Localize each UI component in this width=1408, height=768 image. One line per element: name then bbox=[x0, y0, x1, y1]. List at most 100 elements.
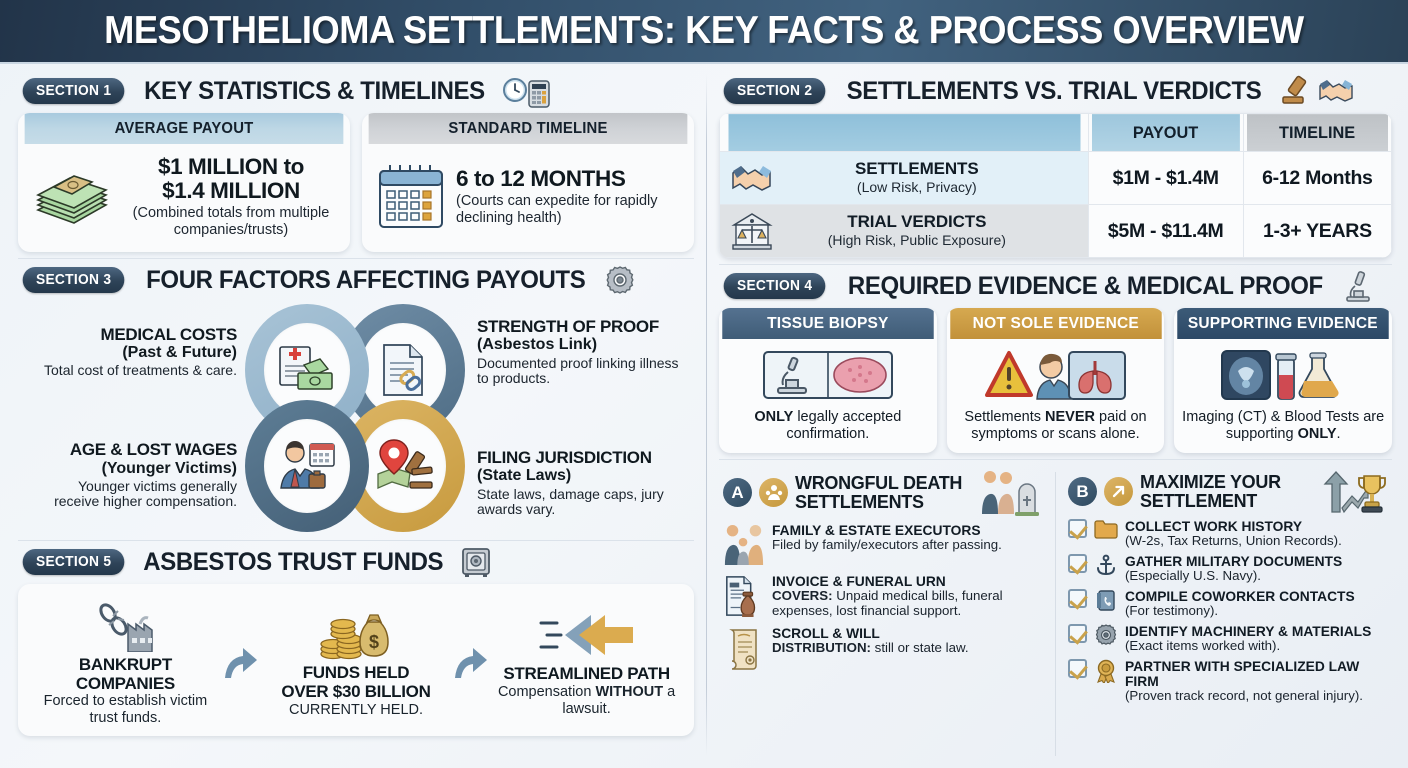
item-title: FAMILY & ESTATE EXECUTORS bbox=[772, 522, 981, 538]
checkbox-checked[interactable] bbox=[1068, 518, 1087, 538]
supporting-evidence-header: SUPPORTING EVIDENCE bbox=[1177, 308, 1389, 339]
checkbox-checked[interactable] bbox=[1068, 553, 1087, 573]
settlements-timeline: 6-12 Months bbox=[1242, 151, 1392, 205]
average-payout-value: $1 MILLION to $1.4 MILLION bbox=[157, 154, 305, 204]
trial-payout: $5M - $11.4M bbox=[1087, 204, 1244, 258]
flow-arrow-2 bbox=[449, 634, 493, 682]
family-icon bbox=[723, 523, 765, 567]
body-columns: SECTION 1 KEY STATISTICS & TIMELINES AVE… bbox=[0, 64, 1408, 768]
tissue-biopsy-header: TISSUE BIOPSY bbox=[722, 308, 934, 339]
flow-arrow-1 bbox=[219, 634, 263, 682]
list-item: INVOICE & FUNERAL URN COVERS: Unpaid med… bbox=[723, 574, 1041, 619]
trust-step-bankrupt: BANKRUPT COMPANIES Forced to establish v… bbox=[32, 590, 219, 726]
row-settlements-label: SETTLEMENTS (Low Risk, Privacy) bbox=[719, 151, 1089, 205]
section4-title: REQUIRED EVIDENCE & MEDICAL PROOF bbox=[848, 271, 1324, 300]
cash-stack-icon bbox=[30, 160, 114, 234]
item-title: COLLECT WORK HISTORY bbox=[1125, 518, 1303, 534]
streamlined-desc: Compensation WITHOUT a lawsuit. bbox=[497, 684, 676, 717]
trial-label: TRIAL VERDICTS bbox=[847, 212, 987, 231]
section3-header: SECTION 3 FOUR FACTORS AFFECTING PAYOUTS bbox=[20, 265, 694, 295]
ring-age-lost-wages bbox=[245, 400, 369, 532]
standard-timeline-value: 6 to 12 MONTHS bbox=[456, 166, 626, 192]
table-row: SETTLEMENTS (Low Risk, Privacy) $1M - $1… bbox=[719, 151, 1392, 205]
invoice-urn-icon bbox=[723, 574, 765, 618]
list-item: COLLECT WORK HISTORY (W-2s, Tax Returns,… bbox=[1068, 518, 1386, 549]
section2-header: SECTION 2 SETTLEMENTS VS. TRIAL VERDICTS bbox=[721, 75, 1392, 107]
contact-book-icon bbox=[1093, 589, 1119, 611]
family-grave-icon bbox=[979, 470, 1041, 516]
col-blank bbox=[726, 113, 1082, 152]
item-title: GATHER MILITARY DOCUMENTS bbox=[1125, 553, 1343, 569]
checkbox-checked[interactable] bbox=[1068, 623, 1087, 643]
average-payout-note: (Combined totals from multiple companies… bbox=[132, 205, 330, 238]
gavel-handshake-icon bbox=[1280, 75, 1354, 107]
panel-a-title: WRONGFUL DEATH SETTLEMENTS bbox=[795, 473, 963, 512]
table-row: TRIAL VERDICTS (High Risk, Public Exposu… bbox=[719, 204, 1392, 258]
panel-b-letter-badge: B bbox=[1068, 477, 1097, 507]
item-title: INVOICE & FUNERAL URN bbox=[772, 573, 946, 589]
section2-badge: SECTION 2 bbox=[723, 78, 826, 104]
trial-sublabel: (High Risk, Public Exposure) bbox=[827, 232, 1006, 248]
section1-title: KEY STATISTICS & TIMELINES bbox=[144, 76, 486, 105]
checkbox-checked[interactable] bbox=[1068, 658, 1087, 678]
divider bbox=[18, 258, 694, 259]
item-desc: (Exact items worked with). bbox=[1125, 637, 1281, 653]
panel-a-letter-badge: A bbox=[723, 478, 752, 508]
medical-bill-money-icon bbox=[264, 323, 350, 417]
evidence-card-not-sole: NOT SOLE EVIDENCE bbox=[946, 308, 1165, 453]
item-title: PARTNER WITH SPECIALIZED LAW FIRM bbox=[1125, 658, 1360, 690]
trust-step-streamlined: STREAMLINED PATH Compensation WITHOUT a … bbox=[493, 599, 680, 717]
average-payout-card: AVERAGE PAYOUT bbox=[18, 113, 350, 252]
growth-trophy-icon bbox=[1320, 470, 1386, 514]
microscope-icon bbox=[1343, 270, 1373, 302]
gear-icon bbox=[605, 265, 635, 295]
broken-chain-factory-icon bbox=[32, 590, 219, 652]
checkbox-checked[interactable] bbox=[1068, 588, 1087, 608]
clock-calculator-icon bbox=[502, 75, 550, 108]
coins-moneybag-icon: $ bbox=[263, 598, 450, 660]
warning-lungs-icon bbox=[953, 347, 1159, 403]
ab-panels: A WRONGFUL DEATH SETTLEMENTS bbox=[719, 468, 1392, 760]
left-column: SECTION 1 KEY STATISTICS & TIMELINES AVE… bbox=[10, 70, 702, 760]
section1-header: SECTION 1 KEY STATISTICS & TIMELINES bbox=[20, 75, 694, 108]
average-payout-header: AVERAGE PAYOUT bbox=[24, 113, 344, 144]
section1-cards: AVERAGE PAYOUT bbox=[18, 113, 694, 252]
trust-step-funds-held: $ FUNDS HELD OVER $30 BILLION CURRENTLY … bbox=[263, 598, 450, 718]
settlements-sublabel: (Low Risk, Privacy) bbox=[856, 179, 977, 195]
page-title: MESOTHELIOMA SETTLEMENTS: KEY FACTS & PR… bbox=[104, 9, 1304, 52]
evidence-card-supporting: SUPPORTING EVIDENCE bbox=[1174, 308, 1393, 453]
microscope-tissue-icon bbox=[725, 347, 931, 403]
award-ribbon-icon bbox=[1093, 659, 1119, 683]
section1-badge: SECTION 1 bbox=[22, 78, 125, 104]
calendar-icon bbox=[374, 161, 448, 233]
section2-title: SETTLEMENTS VS. TRIAL VERDICTS bbox=[846, 76, 1262, 105]
col-timeline: TIMELINE bbox=[1245, 113, 1390, 152]
table-header-row: PAYOUT TIMELINE bbox=[720, 113, 1392, 152]
divider bbox=[719, 264, 1392, 265]
col-payout: PAYOUT bbox=[1090, 113, 1241, 152]
item-desc: (W-2s, Tax Returns, Union Records). bbox=[1125, 532, 1342, 548]
item-title: IDENTIFY MACHINERY & MATERIALS bbox=[1125, 623, 1372, 639]
anchor-icon bbox=[1093, 554, 1119, 576]
gear-icon bbox=[1093, 624, 1119, 646]
standard-timeline-note: (Courts can expedite for rapidly declini… bbox=[456, 193, 658, 226]
handshake-icon bbox=[730, 161, 774, 195]
factor-strength-of-proof: STRENGTH OF PROOF (Asbestos Link) Docume… bbox=[477, 317, 679, 387]
section4-badge: SECTION 4 bbox=[723, 273, 826, 299]
column-divider bbox=[706, 74, 707, 756]
folder-icon bbox=[1093, 519, 1119, 539]
panel-b-maximize: B MAXIMIZE YOUR SETTLEMENT bbox=[1064, 468, 1392, 760]
trial-timeline: 1-3+ YEARS bbox=[1242, 204, 1392, 258]
list-item: SCROLL & WILL DISTRIBUTION: still or sta… bbox=[723, 626, 1041, 670]
item-desc: DISTRIBUTION: still or state law. bbox=[772, 639, 969, 655]
four-factors-diagram: MEDICAL COSTS (Past & Future) Total cost… bbox=[18, 302, 694, 534]
list-item: COMPILE COWORKER CONTACTS (For testimony… bbox=[1068, 588, 1386, 619]
standard-timeline-card: STANDARD TIMELINE bbox=[362, 113, 694, 252]
trust-funds-flow: BANKRUPT COMPANIES Forced to establish v… bbox=[18, 584, 694, 737]
supporting-evidence-text: Imaging (CT) & Blood Tests are supportin… bbox=[1182, 409, 1385, 442]
item-desc: Filed by family/executors after passing. bbox=[772, 536, 1002, 552]
ring-strength-of-proof bbox=[341, 304, 465, 436]
scroll-icon bbox=[723, 626, 765, 670]
not-sole-evidence-text: Settlements NEVER paid on symptoms or sc… bbox=[964, 409, 1147, 442]
